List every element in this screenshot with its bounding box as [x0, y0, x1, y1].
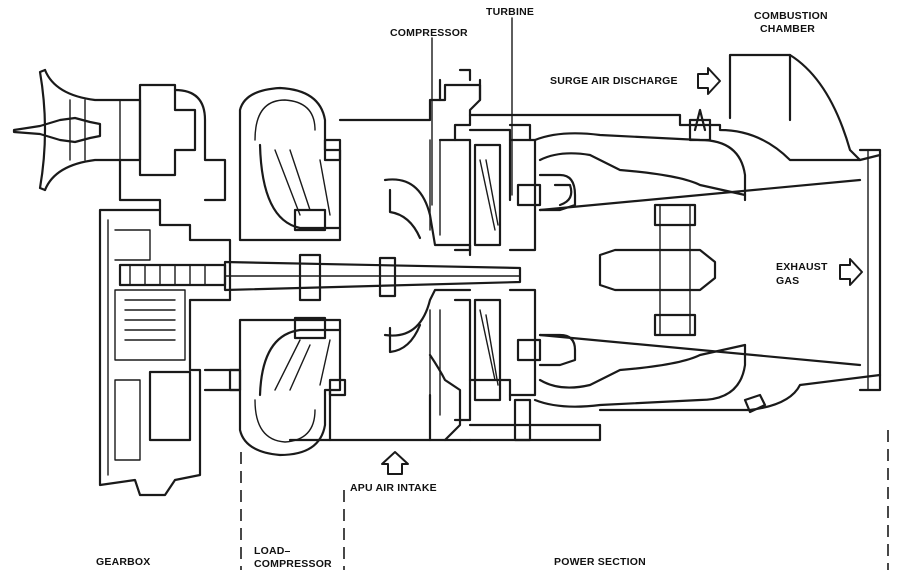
surge-air-discharge-label: SURGE AIR DISCHARGE	[550, 75, 678, 87]
gearbox-assembly	[12, 68, 242, 497]
exhaust-gas-label-line2: GAS	[776, 275, 800, 287]
gearbox-label: GEARBOX	[96, 556, 151, 568]
load-compressor-label-line2: COMPRESSOR	[254, 558, 332, 570]
main-shaft	[223, 253, 522, 302]
power-section-label: POWER SECTION	[554, 556, 646, 568]
turbine-section	[473, 123, 542, 442]
combustion-chamber-label-line2: CHAMBER	[760, 23, 816, 35]
surge-air-arrow-icon	[697, 67, 721, 95]
load-compressor-label-line1: LOAD–	[254, 545, 291, 557]
apu-air-intake-label: APU AIR INTAKE	[350, 482, 437, 494]
air-intake-arrow-icon	[381, 451, 409, 475]
compressor-section	[338, 68, 512, 442]
compressor-label: COMPRESSOR	[390, 27, 468, 39]
load-compressor-section	[228, 86, 347, 457]
exhaust-gas-label-line1: EXHAUST	[776, 261, 828, 273]
combustion-chamber	[468, 53, 882, 442]
air-intake-duct	[288, 388, 472, 442]
combustion-chamber-label-line1: COMBUSTION	[754, 10, 828, 22]
exhaust-gas-arrow-icon	[839, 258, 863, 286]
turbine-label: TURBINE	[486, 6, 535, 18]
